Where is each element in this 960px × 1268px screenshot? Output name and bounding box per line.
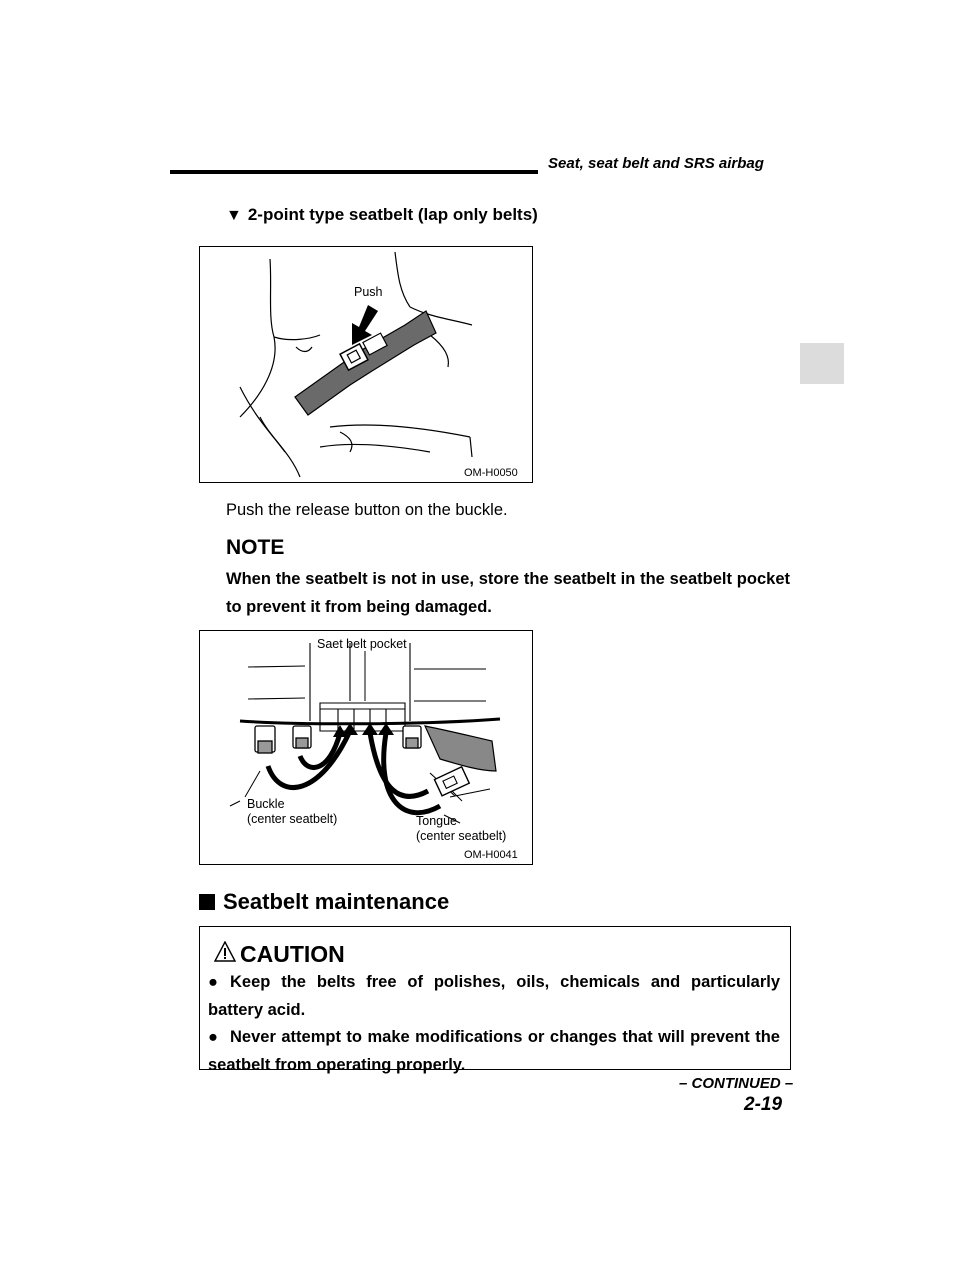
continued-marker: – CONTINUED – — [679, 1075, 794, 1092]
seatbelt-pocket-illustration — [229, 643, 501, 824]
figure-seatbelt-pocket: Saet belt pocket Buckle (center seatbelt… — [199, 630, 533, 865]
label-tongue-sub: (center seatbelt) — [416, 829, 507, 843]
page-number: 2-19 — [744, 1094, 783, 1115]
label-buckle: Buckle — [247, 797, 285, 811]
note-text: When the seatbelt is not in use, store t… — [226, 570, 790, 616]
buckle-release-illustration — [239, 251, 473, 478]
bullet-icon: ● — [208, 1028, 218, 1046]
bullet-icon: ● — [208, 973, 218, 991]
caution-list: ●Keep the belts free of polishes, oils, … — [208, 969, 780, 1079]
label-push: Push — [354, 285, 383, 299]
triangle-marker-icon: ▼ — [226, 207, 242, 224]
chapter-tab — [800, 343, 844, 384]
caution-box: CAUTION ●Keep the belts free of polishes… — [199, 926, 791, 1074]
label-buckle-sub: (center seatbelt) — [247, 812, 338, 826]
caution-item: ●Keep the belts free of polishes, oils, … — [208, 969, 780, 1024]
warning-triangle-icon — [214, 941, 236, 962]
figure-code: OM-H0050 — [464, 467, 518, 479]
label-tongue: Tongue — [416, 814, 458, 828]
section-title: Seatbelt maintenance — [223, 889, 450, 914]
square-marker-icon — [199, 894, 215, 910]
caution-title: CAUTION — [240, 941, 345, 967]
subsection-heading: ▼ 2-point type seatbelt (lap only belts) — [226, 205, 538, 225]
subsection-title: 2-point type seatbelt (lap only belts) — [247, 205, 538, 224]
instruction-text: Push the release button on the buckle. — [226, 501, 508, 519]
section-heading: Seatbelt maintenance — [199, 889, 449, 915]
note-title: NOTE — [226, 536, 285, 559]
header-rule — [170, 170, 538, 174]
label-seatbelt-pocket: Saet belt pocket — [317, 637, 407, 651]
figure-code: OM-H0041 — [464, 849, 518, 861]
figure-buckle-release: Push OM-H0050 — [199, 246, 533, 483]
caution-item-text: Never attempt to make modifications or c… — [208, 1028, 780, 1074]
caution-item-text: Keep the belts free of polishes, oils, c… — [208, 973, 780, 1019]
running-header: Seat, seat belt and SRS airbag — [548, 155, 764, 172]
caution-item: ●Never attempt to make modifications or … — [208, 1024, 780, 1079]
